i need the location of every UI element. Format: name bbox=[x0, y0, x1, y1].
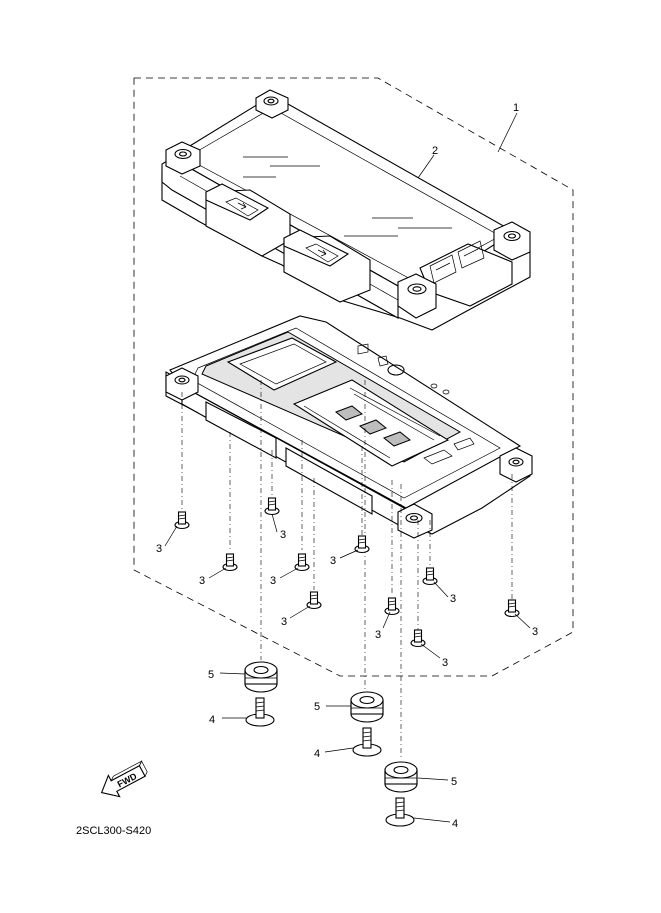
cover-lug-left bbox=[165, 141, 201, 175]
callout-3: 3 bbox=[450, 593, 456, 605]
callout-3: 3 bbox=[532, 626, 538, 638]
bolts bbox=[245, 697, 415, 827]
diagram-code: 2SCL300-S420 bbox=[76, 825, 151, 837]
meter-cover bbox=[161, 89, 531, 331]
callout-3: 3 bbox=[281, 616, 287, 628]
callout-5: 5 bbox=[208, 669, 214, 681]
callout-3: 3 bbox=[280, 529, 286, 541]
case-lug-right bbox=[499, 447, 533, 483]
callout-5: 5 bbox=[451, 776, 457, 788]
callout-4: 4 bbox=[209, 714, 215, 726]
cover-lug-top bbox=[255, 89, 289, 119]
callout-labels: 1 2 3 3 3 3 3 3 3 3 3 3 5 4 5 4 5 4 bbox=[156, 102, 538, 830]
callout-5: 5 bbox=[314, 701, 320, 713]
callout-4: 4 bbox=[314, 748, 320, 760]
case-lug-left bbox=[165, 367, 199, 401]
cover-lug-bottom bbox=[397, 273, 437, 319]
meter-case bbox=[165, 315, 533, 539]
callout-3: 3 bbox=[156, 543, 162, 555]
callout-3: 3 bbox=[330, 555, 336, 567]
case-lug-bottom bbox=[397, 503, 433, 539]
callout-3: 3 bbox=[199, 575, 205, 587]
assembly-center-lines bbox=[181, 380, 513, 760]
grommets bbox=[244, 661, 418, 793]
callout-3: 3 bbox=[270, 575, 276, 587]
callout-1: 1 bbox=[513, 102, 519, 114]
callout-3: 3 bbox=[442, 657, 448, 669]
callout-3: 3 bbox=[375, 629, 381, 641]
cover-lug-right bbox=[493, 221, 531, 261]
fwd-arrow-icon: FWD bbox=[100, 760, 148, 798]
callout-4: 4 bbox=[452, 818, 458, 830]
leader-lines bbox=[164, 112, 531, 823]
screws bbox=[174, 497, 520, 648]
callout-2: 2 bbox=[432, 145, 438, 157]
assembly-boundary bbox=[133, 77, 574, 677]
